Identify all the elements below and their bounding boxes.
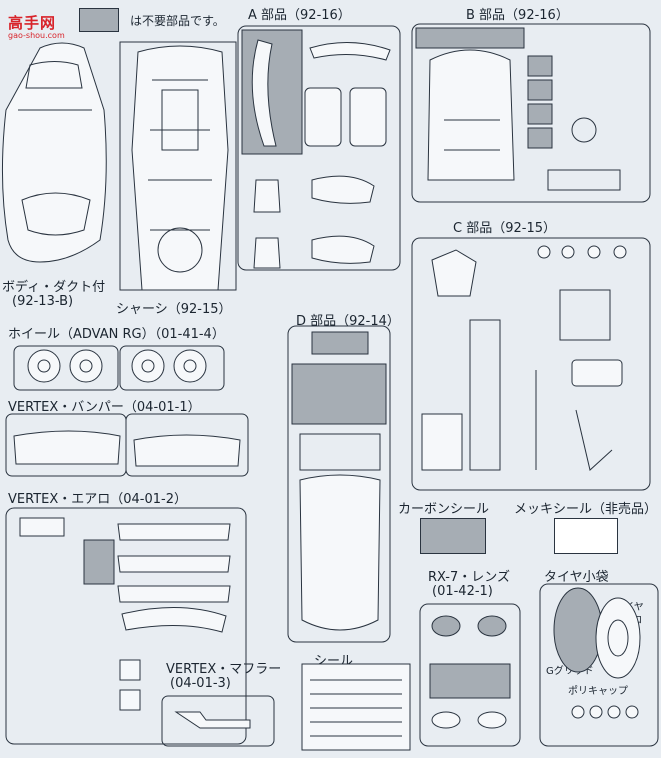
a-parts-frame: [237, 25, 401, 271]
c-parts-frame: [411, 237, 651, 491]
b-parts-title: B 部品（92-16）: [466, 8, 569, 23]
lens-frame: [419, 603, 521, 747]
bumper-frame: [5, 413, 249, 477]
muffler-title: VERTEX・マフラー: [166, 662, 282, 677]
a-parts-title: A 部品（92-16）: [248, 8, 351, 23]
seal-sheet: [301, 663, 411, 751]
body-code: (92-13-B): [12, 294, 74, 309]
wheel-title: ホイール（ADVAN RG）（01-41-4）: [8, 327, 225, 342]
b-parts-frame: [411, 23, 651, 203]
tire-bag-frame: [539, 583, 659, 747]
tire-bag-title: タイヤ小袋: [544, 570, 609, 585]
mekki-seal-title: メッキシール（非売品）: [514, 502, 658, 517]
muffler-frame: [161, 695, 275, 747]
watermark-title: 高手网: [8, 14, 57, 32]
legend-note: は不要部品です。: [130, 14, 225, 28]
bumper-title: VERTEX・バンパー（04-01-1）: [8, 400, 201, 415]
lens-title: RX-7・レンズ: [428, 570, 510, 585]
mekki-seal-swatch: [554, 518, 618, 554]
lens-code: (01-42-1): [432, 584, 493, 599]
wheel-frame: [13, 345, 225, 391]
site-watermark: 高手网 gao-shou.com: [4, 4, 70, 40]
body-outline: [1, 42, 107, 263]
chassis-frame: [119, 41, 237, 291]
carbon-seal-title: カーボンシール: [398, 502, 490, 517]
c-parts-title: C 部品（92-15）: [453, 221, 556, 236]
watermark-url: gao-shou.com: [8, 31, 65, 40]
aero-title: VERTEX・エアロ（04-01-2）: [8, 492, 187, 507]
aero-frame: [5, 507, 247, 745]
d-parts-frame: [287, 325, 391, 643]
d-parts-title: D 部品（92-14）: [296, 314, 400, 329]
grid-label: Gグリッド: [546, 666, 594, 677]
chassis-title: シャーシ（92-15）: [116, 302, 232, 317]
unneeded-swatch: [79, 8, 119, 32]
body-title: ボディ・ダクト付: [2, 280, 106, 295]
muffler-code: (04-01-3): [170, 676, 231, 691]
polycap-label: ポリキャップ: [568, 686, 628, 697]
carbon-seal-swatch: [420, 518, 486, 554]
